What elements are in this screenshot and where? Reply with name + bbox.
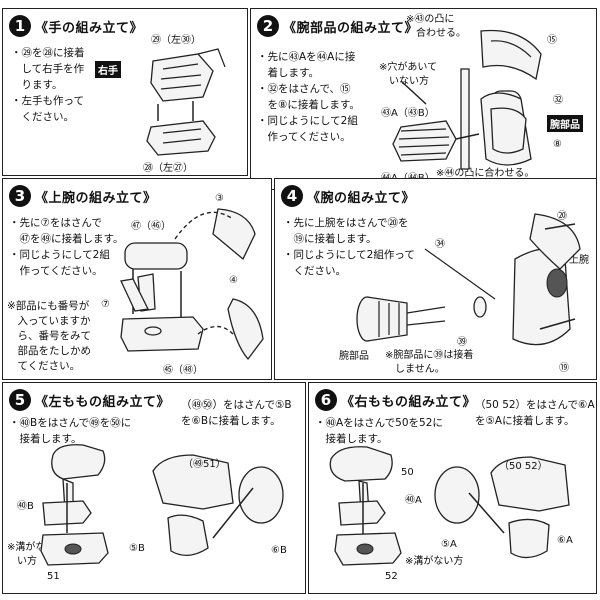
arm-assembly-diagram [275, 179, 596, 379]
part-label: 上腕 [569, 251, 589, 266]
step-5-panel: 5 《左ももの組み立て》 ・㊵Bをはさんで㊾を㊿に 接着します。 （㊾㊿）をはさ… [2, 382, 306, 594]
part-label: ㉘（左㉗） [143, 159, 193, 174]
part-label: ③ [215, 193, 224, 204]
part-label: ⑥B [271, 545, 287, 556]
left-thigh-diagram [3, 383, 305, 593]
part-label: 52 [385, 571, 398, 582]
part-label: ㊺（㊽） [163, 361, 203, 376]
part-label: ⑤B [129, 543, 145, 554]
part-label: ⑥A [557, 535, 573, 546]
part-label: ㊸A（㊸B） [381, 104, 435, 119]
step-6-panel: 6 《右ももの組み立て》 ・㊵Aをはさんで50を52に 接着します。 （50 5… [308, 382, 597, 594]
part-label: ⑧ [553, 139, 562, 150]
part-label: 51 [47, 571, 60, 582]
step-2-panel: 2 《腕部品の組み立て》 ・先に㊸Aを㊹Aに接 着します。 ・㉜をはさんで、⑮ … [250, 8, 597, 190]
right-thigh-diagram [309, 383, 596, 593]
part-label: 腕部品 [339, 347, 369, 362]
part-label: ⑳ [557, 207, 567, 222]
part-label: ㉙（左㉚） [151, 31, 201, 46]
hand-diagram [3, 9, 247, 175]
part-label: ㉞ [435, 235, 445, 250]
part-label: ㉜ [553, 91, 563, 106]
arm-parts-diagram [251, 9, 596, 189]
part-label: ⑤A [441, 539, 457, 550]
part-label: ⑲ [559, 359, 569, 374]
part-label: ㊵A [405, 491, 422, 506]
part-label: ⑮ [547, 31, 557, 46]
part-label: （㊾51） [183, 455, 226, 470]
part-label: ㊴ [457, 333, 467, 348]
part-label: ㊵B [17, 497, 34, 512]
step-4-panel: 4 《腕の組み立て》 ・先に上腕をはさんで⑳を ⑲に接着します。 ・同じようにし… [274, 178, 597, 380]
part-label: ㊼（㊻） [131, 217, 171, 232]
part-label: ⑦ [101, 299, 110, 310]
part-label: 50 [401, 467, 414, 478]
part-label: （50 52） [499, 457, 548, 472]
step-1-panel: 1 《手の組み立て》 ・㉙を㉘に接着 して右手を作 ります。 ・左手も作って く… [2, 8, 248, 176]
part-label: ④ [229, 275, 238, 286]
step-3-panel: 3 《上腕の組み立て》 ・先に⑦をはさんで ㊼を㊾に接着します。 ・同じようにし… [2, 178, 272, 380]
